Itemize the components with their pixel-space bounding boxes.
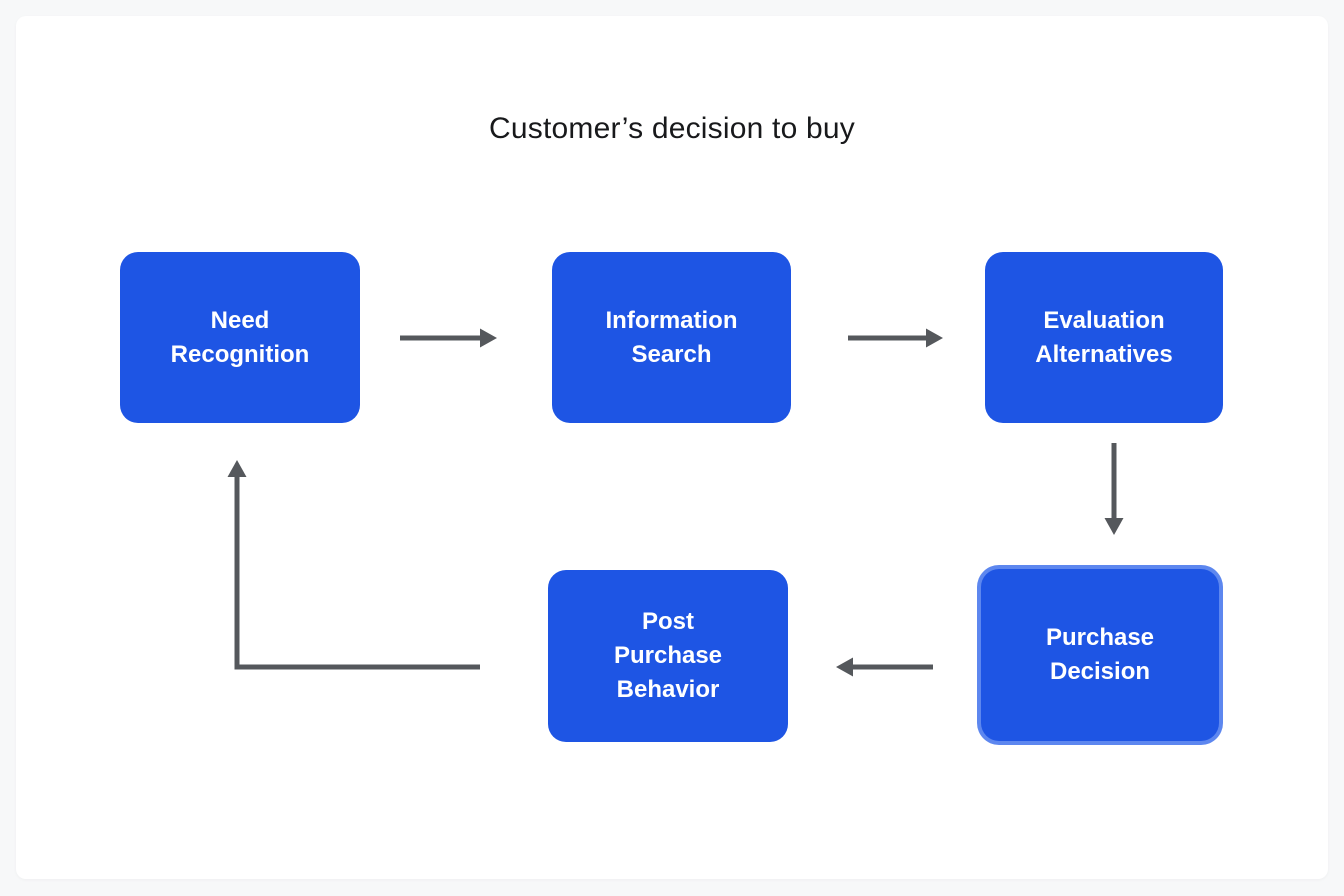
flow-node-label: Purchase Decision xyxy=(1045,624,1155,685)
flow-node-label: Post Purchase Behavior xyxy=(613,608,723,703)
flow-node-purchase-decision[interactable]: Purchase Decision xyxy=(981,569,1219,741)
flow-node-label: Information Search xyxy=(605,306,738,368)
flow-node-need-recognition[interactable]: Need Recognition xyxy=(120,252,360,423)
flow-node-label: Need Recognition xyxy=(170,306,310,368)
flow-node-label: Evaluation Alternatives xyxy=(1035,306,1173,368)
diagram-title: Customer’s decision to buy xyxy=(489,112,855,145)
flow-node-evaluation-alternatives[interactable]: Evaluation Alternatives xyxy=(985,252,1223,423)
flow-node-information-search[interactable]: Information Search xyxy=(552,252,791,423)
flow-node-post-purchase-behavior[interactable]: Post Purchase Behavior xyxy=(548,570,788,742)
